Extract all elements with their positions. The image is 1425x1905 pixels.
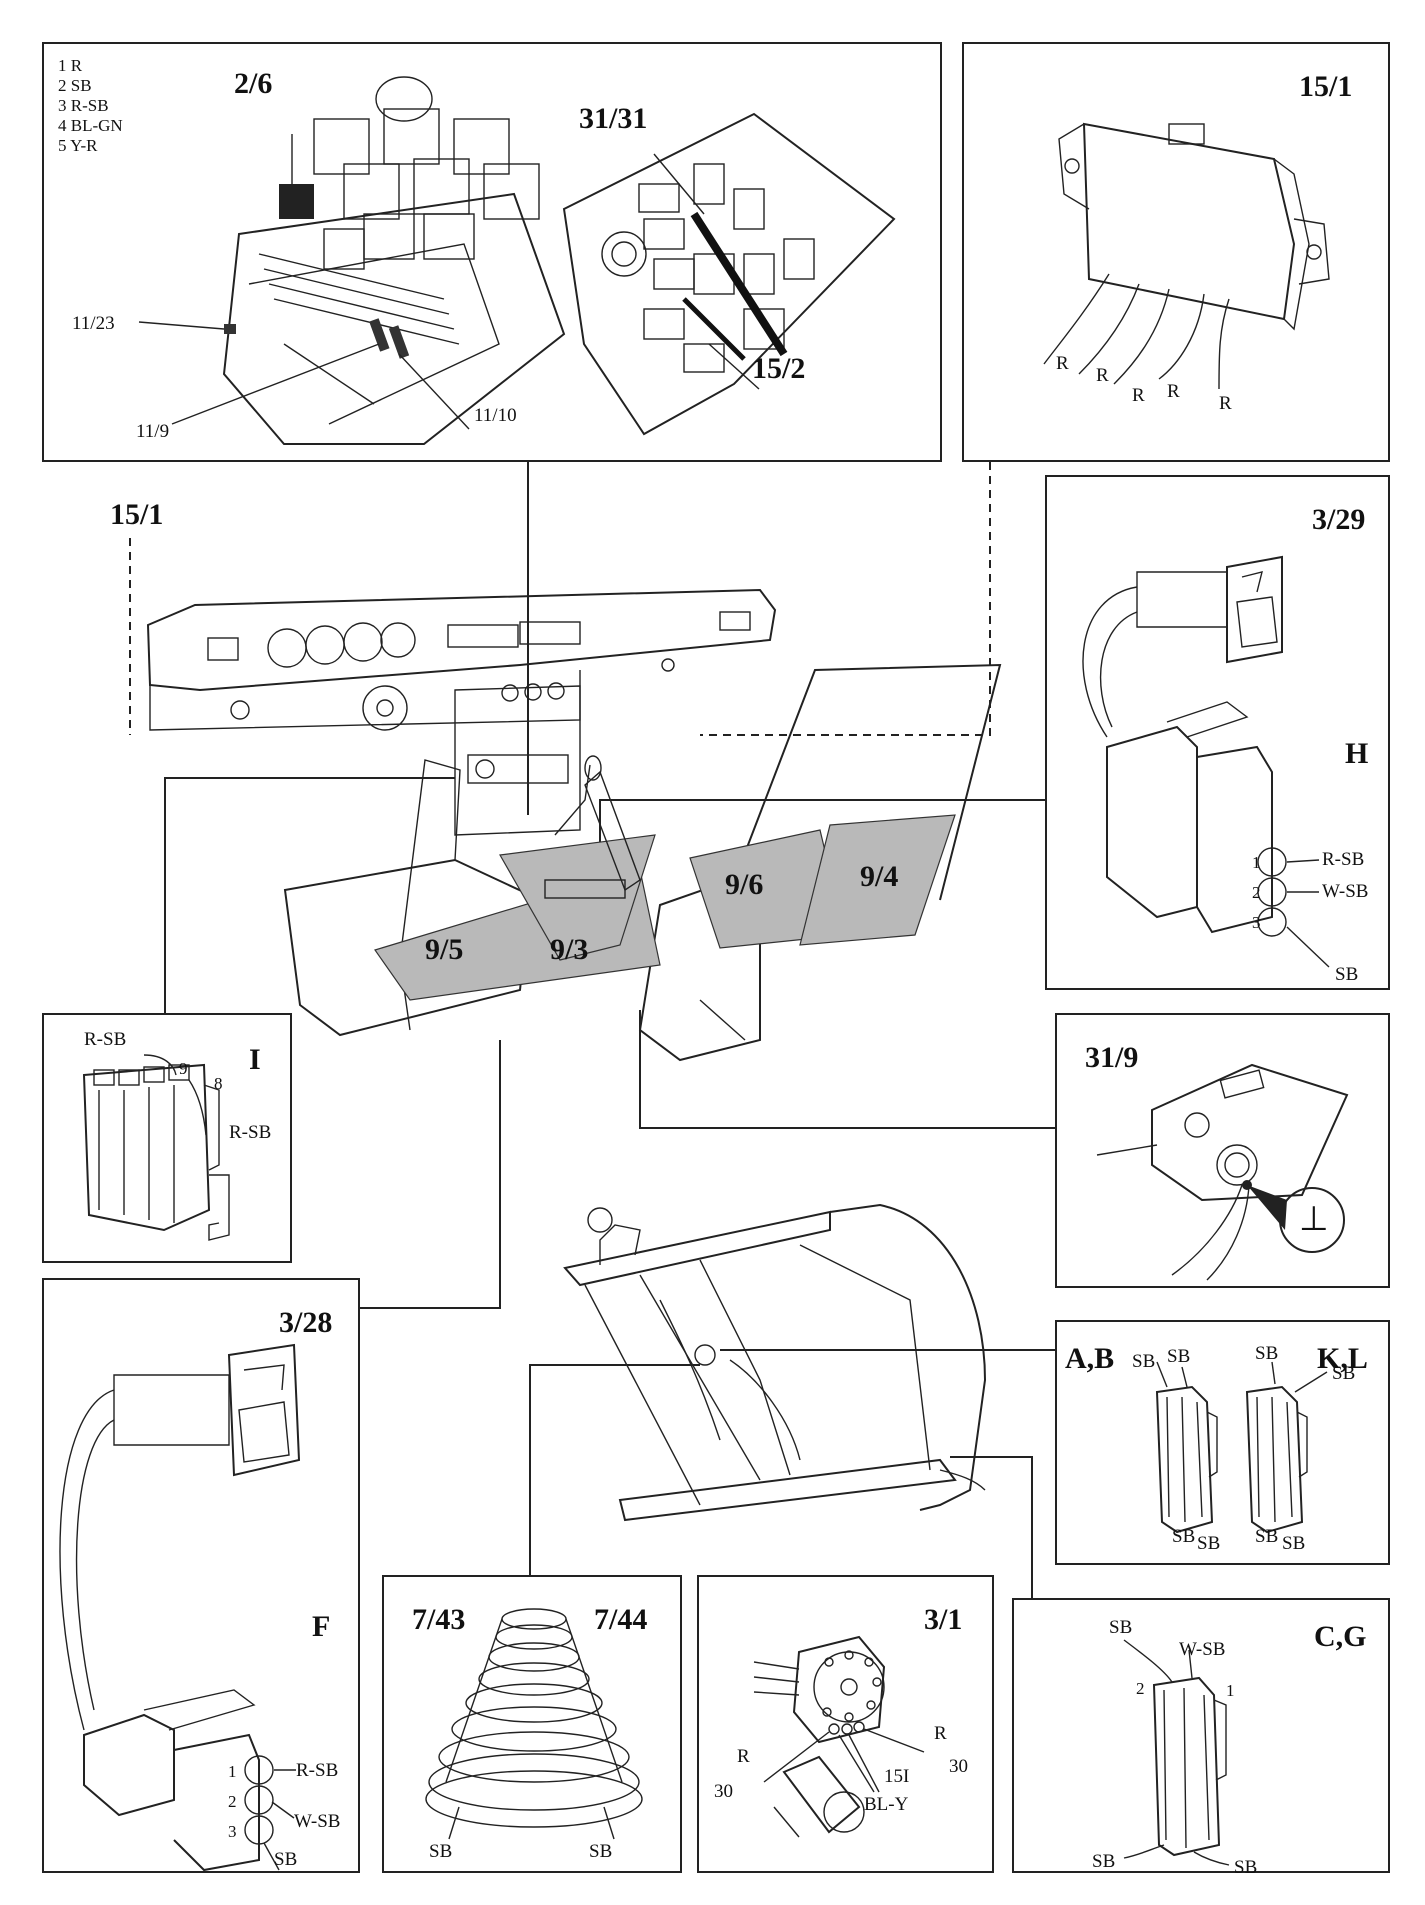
label-2-6: 2/6 — [234, 67, 273, 100]
wire-label: SB — [1255, 1343, 1279, 1364]
wire-label: R — [1096, 365, 1109, 386]
pin-number: 8 — [214, 1074, 223, 1093]
connector-cg-drawing — [1123, 1639, 1230, 1866]
wire-label: R-SB — [84, 1029, 127, 1050]
connector-title-kl: K,L — [1317, 1342, 1368, 1375]
pin-number: 2 — [228, 1792, 237, 1811]
wire-label: W-SB — [1322, 881, 1369, 902]
fusebox-panel: 1 R 2 SB 3 R-SB 4 BL-GN 5 Y-R — [42, 42, 942, 462]
ground-symbol: ⊥ — [1299, 1201, 1329, 1238]
element-title-right: 7/44 — [594, 1603, 648, 1636]
pin-number: 1 — [1226, 1681, 1235, 1700]
wire-label: R — [1167, 381, 1180, 402]
thermostat-3-1-panel: 3/1 R R BL-Y 30 30 15I — [697, 1575, 994, 1873]
ground-drawing — [1096, 1063, 1349, 1281]
connector-letter: F — [312, 1610, 331, 1643]
legend-item: 5 Y-R — [58, 136, 98, 155]
wire-label: SB — [589, 1841, 613, 1862]
wire-label: SB — [1234, 1857, 1258, 1878]
wire-label: SB — [1255, 1526, 1279, 1547]
wire-label: SB — [1332, 1363, 1356, 1384]
module-drawing — [1043, 122, 1330, 390]
switch-3-29-drawing — [1082, 555, 1330, 968]
wire-label: SB — [429, 1841, 453, 1862]
wire-label: R — [1056, 353, 1069, 374]
label-15-2: 15/2 — [752, 352, 806, 385]
legend-item: 1 R — [58, 56, 83, 75]
wire-label: SB — [1132, 1351, 1156, 1372]
dashboard-outline — [146, 588, 777, 692]
thermostat-title: 3/1 — [924, 1603, 963, 1636]
wire-label: SB — [1335, 964, 1359, 985]
terminal-label: 30 — [714, 1781, 733, 1802]
heating-element-panel: 7/43 7/44 SB SB — [382, 1575, 682, 1873]
label-31-31: 31/31 — [579, 102, 648, 135]
wire-label: R — [737, 1746, 750, 1767]
label-11-9: 11/9 — [136, 421, 170, 442]
connectors-ab-kl-drawing — [1155, 1361, 1328, 1534]
pin-number: 1 — [1252, 853, 1261, 872]
pin-number: 9 — [179, 1059, 188, 1078]
wire-label: SB — [1109, 1617, 1133, 1638]
connectors-ab-kl-panel: A,B K,L SB SB SB SB SB SB SB SB — [1055, 1320, 1390, 1565]
ground-31-9-panel: 31/9 ⊥ — [1055, 1013, 1390, 1288]
pin-number: 2 — [1252, 883, 1261, 902]
wire-label: W-SB — [294, 1811, 341, 1832]
ref-label-15-1: 15/1 — [110, 498, 164, 531]
connector-title-ab: A,B — [1065, 1342, 1115, 1375]
mat-label-9-6: 9/6 — [725, 868, 764, 901]
thermostat-drawing — [753, 1635, 925, 1838]
switch-title: 3/28 — [279, 1306, 333, 1339]
legend-item: 4 BL-GN — [58, 116, 123, 135]
wire-color-legend: 1 R 2 SB 3 R-SB 4 BL-GN 5 Y-R — [58, 56, 123, 156]
pin-number: 3 — [1252, 913, 1261, 932]
switch-3-28-panel: 3/28 F 1 2 3 R-SB W-SB SB — [42, 1278, 360, 1873]
label-11-23: 11/23 — [72, 313, 115, 334]
mat-9-4 — [799, 814, 956, 946]
wire-label: R — [934, 1723, 947, 1744]
wire-label: R-SB — [229, 1122, 272, 1143]
switch-3-29-panel: 3/29 H 1 2 3 R-SB W-SB SB — [1045, 475, 1390, 990]
mat-label-9-5: 9/5 — [425, 933, 464, 966]
connector-i-drawing — [82, 1054, 230, 1241]
connector-title: C,G — [1314, 1620, 1367, 1653]
connector-letter: H — [1345, 737, 1369, 770]
switch-3-28-drawing — [59, 1343, 301, 1872]
wire-label: SB — [1197, 1533, 1221, 1554]
label-11-10: 11/10 — [474, 405, 517, 426]
module-15-1-panel: 15/1 R R R R R — [962, 42, 1390, 462]
wire-label: SB — [1282, 1533, 1306, 1554]
ground-title: 31/9 — [1085, 1041, 1139, 1074]
pin-number: 1 — [228, 1762, 237, 1781]
wire-label: SB — [1167, 1346, 1191, 1367]
wire-label: W-SB — [1179, 1639, 1226, 1660]
legend-item: 2 SB — [58, 76, 92, 95]
element-title-left: 7/43 — [412, 1603, 466, 1636]
terminal-label: 15I — [884, 1766, 910, 1787]
heating-element-drawing — [425, 1608, 643, 1840]
wire-label: R-SB — [1322, 849, 1365, 870]
terminal-label: 30 — [949, 1756, 968, 1777]
connector-title: I — [249, 1043, 261, 1076]
connector-i-panel: I R-SB R-SB 9 8 — [42, 1013, 292, 1263]
wire-label: BL-Y — [864, 1794, 909, 1815]
mat-label-9-4: 9/4 — [860, 860, 899, 893]
legend-item: 3 R-SB — [58, 96, 109, 115]
switch-title: 3/29 — [1312, 503, 1366, 536]
pin-number: 2 — [1136, 1679, 1145, 1698]
wire-label: SB — [274, 1849, 298, 1870]
module-title: 15/1 — [1299, 70, 1353, 103]
connector-cg-panel: C,G SB W-SB SB SB 2 1 — [1012, 1598, 1390, 1877]
wire-label: SB — [1172, 1526, 1196, 1547]
fusebox-drawing — [138, 76, 896, 445]
wire-label: SB — [1092, 1851, 1116, 1872]
wire-label: R — [1132, 385, 1145, 406]
wire-label: R — [1219, 393, 1232, 414]
wire-label: R-SB — [296, 1760, 339, 1781]
pin-number: 3 — [228, 1822, 237, 1841]
mat-label-9-3: 9/3 — [550, 933, 589, 966]
